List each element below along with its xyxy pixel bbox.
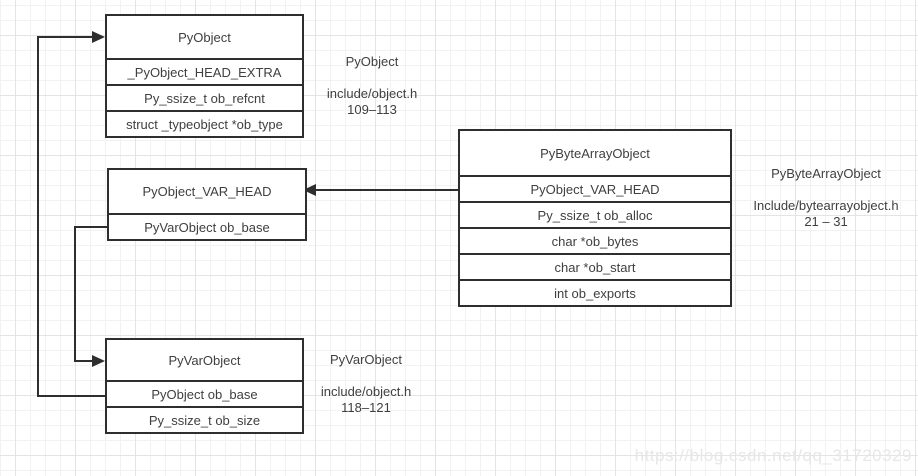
arrow-bytearray-varhead-to-varhead-box [303, 184, 458, 196]
connector-line [74, 226, 107, 362]
pyobject-var-head-title: PyObject_VAR_HEAD [142, 184, 272, 199]
pybytearrayobject-field-row: char *ob_bytes [460, 227, 730, 253]
pyobject-field-row: Py_ssize_t ob_refcnt [107, 84, 302, 110]
pybytearrayobject-struct-box: PyByteArrayObject PyObject_VAR_HEAD Py_s… [458, 129, 732, 307]
pybytearrayobject-annotation: PyByteArrayObject Include/bytearrayobjec… [740, 166, 912, 230]
pyvarobject-title: PyVarObject [168, 352, 241, 368]
arrowhead-icon [92, 31, 105, 43]
annotation-name: PyVarObject [329, 352, 402, 367]
pyobject-var-head-field-row: PyVarObject ob_base [109, 213, 305, 239]
pyobject-field-row: _PyObject_HEAD_EXTRA [107, 58, 302, 84]
pyobject-annotation: PyObject include/object.h 109–113 [296, 54, 448, 118]
annotation-lines: 21 – 31 [804, 214, 848, 229]
watermark: https://blog.csdn.net/qq_31720329 [634, 446, 912, 465]
pyvarobject-field-row: PyObject ob_base [107, 380, 302, 406]
pybytearrayobject-field-row: char *ob_start [460, 253, 730, 279]
arrow-pyvarobject-obbase-to-pyobject [37, 31, 105, 397]
pyvarobject-field-row: Py_ssize_t ob_size [107, 406, 302, 432]
arrow-varhead-obbase-to-pyvarobject [74, 226, 107, 367]
pybytearrayobject-field-row: PyObject_VAR_HEAD [460, 175, 730, 201]
pyvarobject-struct-box: PyVarObject PyObject ob_base Py_ssize_t … [105, 338, 304, 434]
pyvarobject-annotation: PyVarObject include/object.h 118–121 [291, 352, 441, 416]
connector-line [37, 36, 105, 397]
annotation-lines: 109–113 [347, 102, 397, 117]
annotation-file: include/object.h [320, 384, 412, 399]
pyobject-var-head-struct-box: PyObject_VAR_HEAD PyVarObject ob_base [107, 168, 307, 241]
pyobject-struct-box: PyObject _PyObject_HEAD_EXTRA Py_ssize_t… [105, 14, 304, 138]
annotation-lines: 118–121 [341, 400, 391, 415]
annotation-name: PyObject [345, 54, 399, 69]
pybytearrayobject-field-row: int ob_exports [460, 279, 730, 305]
annotation-file: Include/bytearrayobject.h [753, 198, 899, 213]
pyobject-struct-title: PyObject [178, 29, 231, 45]
pybytearrayobject-field-row: Py_ssize_t ob_alloc [460, 201, 730, 227]
pybytearrayobject-title: PyByteArrayObject [540, 145, 650, 161]
annotation-file: include/object.h [326, 86, 418, 101]
pyobject-field-row: struct _typeobject *ob_type [107, 110, 302, 136]
arrowhead-icon [92, 355, 105, 367]
annotation-name: PyByteArrayObject [771, 166, 881, 181]
